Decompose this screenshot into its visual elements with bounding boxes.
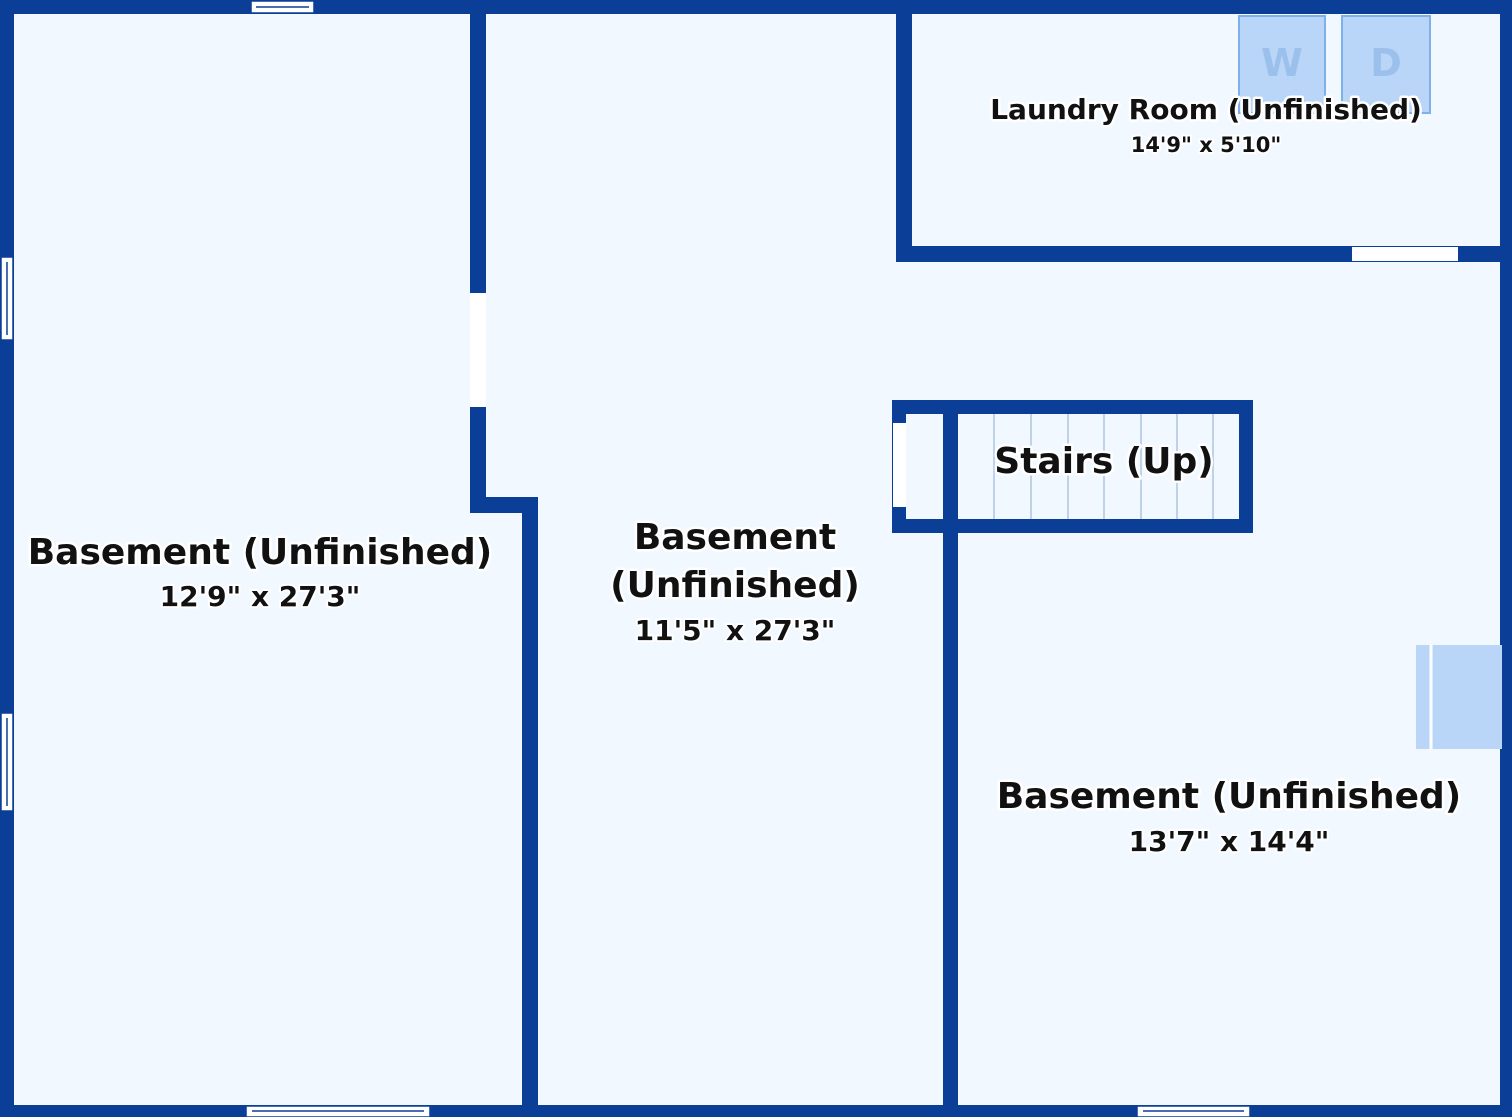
opening-stairs — [893, 423, 906, 507]
utility-fixture — [1416, 645, 1502, 749]
room-name-line2: (Unfinished) — [610, 565, 860, 606]
room-laundry: Laundry Room (Unfinished) 14'9" x 5'10" — [988, 91, 1425, 160]
washer: W — [1238, 15, 1326, 114]
dryer-label: D — [1370, 41, 1402, 85]
washer-label: W — [1261, 41, 1303, 85]
room-dimensions: 13'7" x 14'4" — [1129, 825, 1330, 858]
room-basement-center: Basement (Unfinished) 11'5" x 27'3" — [608, 515, 863, 650]
room-name: Laundry Room (Unfinished) — [990, 93, 1422, 126]
room-name: Stairs (Up) — [994, 441, 1213, 482]
stair-treads — [993, 414, 1214, 519]
dryer: D — [1341, 15, 1431, 114]
room-name: Basement (Unfinished) — [997, 776, 1462, 817]
room-dimensions: 11'5" x 27'3" — [635, 614, 836, 647]
room-name: Basement (Unfinished) — [28, 532, 493, 573]
opening-west-center — [470, 293, 486, 407]
room-basement-east: Basement (Unfinished) 13'7" x 14'4" — [994, 774, 1464, 861]
room-stairs: Stairs (Up) — [992, 439, 1216, 485]
room-dimensions: 12'9" x 27'3" — [160, 580, 361, 613]
opening-laundry — [1352, 247, 1458, 261]
door-openings — [470, 247, 1458, 507]
room-dimensions: 14'9" x 5'10" — [1131, 133, 1282, 157]
room-name-line1: Basement — [634, 517, 836, 558]
windows — [0, 0, 1251, 1117]
room-basement-west: Basement (Unfinished) 12'9" x 27'3" — [25, 530, 495, 616]
